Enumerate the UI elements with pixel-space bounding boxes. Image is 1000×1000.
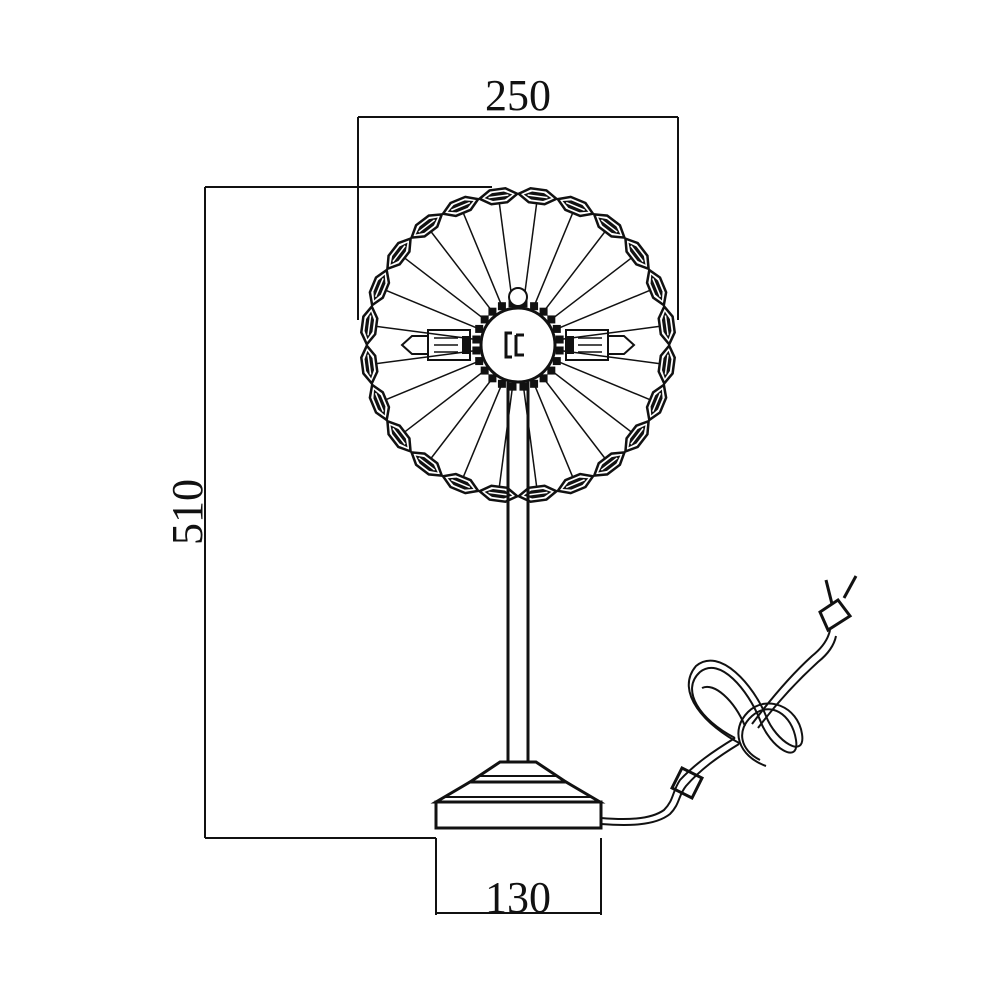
spoke-clip — [552, 324, 561, 333]
spoke-clip — [508, 382, 517, 391]
crystal-spoke — [369, 324, 477, 341]
crystal-pendant — [368, 267, 391, 308]
crystal-spoke — [556, 360, 657, 404]
crystal-spoke — [398, 253, 486, 321]
top-width-dimension: 250 — [357, 71, 679, 320]
top-width-label: 250 — [485, 71, 551, 120]
plug-body — [818, 597, 853, 633]
crystal-spoke — [542, 377, 610, 465]
crystal-spoke — [369, 349, 477, 366]
plug-prong-right — [842, 575, 858, 599]
spoke-clip — [488, 374, 497, 383]
spoke-clip — [475, 324, 484, 333]
crystal-pendant — [409, 213, 444, 239]
spoke-clip — [488, 307, 497, 316]
spoke-clip — [555, 346, 564, 355]
spoke-clip — [519, 382, 528, 391]
hub-finial — [508, 287, 528, 307]
crystal-pendant — [657, 343, 676, 386]
spoke-clip — [530, 302, 539, 311]
crystal-pendant — [645, 267, 668, 308]
crystal-pendant — [477, 187, 520, 206]
crystal-spoke — [533, 206, 577, 307]
right-bulb-tip — [607, 335, 636, 355]
hub-mark — [504, 331, 524, 359]
base-plinth — [434, 800, 603, 830]
crystal-spoke — [379, 360, 480, 404]
spoke-clip — [530, 379, 539, 388]
spoke-clip — [497, 379, 506, 388]
spoke-clip — [539, 374, 548, 383]
spoke-clip — [475, 357, 484, 366]
hub-disc — [479, 306, 557, 384]
spoke-clip — [472, 346, 481, 355]
lamp-stem — [506, 382, 530, 762]
crystal-pendant — [440, 472, 481, 495]
spoke-clip — [480, 366, 489, 375]
crystal-spoke — [398, 369, 486, 437]
base-collar — [465, 760, 571, 784]
crystal-spoke — [522, 196, 539, 304]
crystal-spoke — [556, 286, 657, 330]
crystal-spoke — [497, 196, 514, 304]
crystal-spoke — [426, 225, 494, 313]
crystal-pendant — [477, 484, 520, 503]
spoke-clip — [497, 302, 506, 311]
crystal-pendant — [624, 419, 650, 454]
spoke-clip — [552, 357, 561, 366]
crystal-pendant — [440, 195, 481, 218]
crystal-spoke — [522, 386, 539, 494]
base-width-dimension: 130 — [435, 838, 602, 922]
crystal-spoke — [550, 369, 638, 437]
power-cord — [600, 575, 858, 826]
crystal-pendant — [360, 304, 379, 347]
right-bulb — [565, 329, 636, 361]
crystal-pendant — [386, 419, 412, 454]
crystal-spoke — [559, 349, 667, 366]
base-width-label: 130 — [485, 873, 551, 922]
cord-switch — [669, 765, 705, 801]
crystal-spoke — [379, 286, 480, 330]
height-label: 510 — [163, 479, 212, 545]
spoke-clip — [539, 307, 548, 316]
crystal-spoke — [426, 377, 494, 465]
height-dimension: 510 — [163, 186, 492, 839]
crystal-spoke — [550, 253, 638, 321]
spoke-clip — [547, 315, 556, 324]
crystal-spoke — [542, 225, 610, 313]
crystal-pendant — [516, 187, 559, 206]
lamp-base — [430, 760, 606, 830]
plug-prong-left — [824, 579, 834, 605]
crystal-pendant — [592, 451, 627, 477]
crystal-pendant — [360, 343, 379, 386]
spoke-clip — [472, 335, 481, 344]
left-bulb — [400, 329, 471, 361]
crystal-pendant — [555, 472, 596, 495]
crystal-spoke — [459, 383, 503, 484]
crystal-pendant — [368, 382, 391, 423]
crystal-pendant — [657, 304, 676, 347]
base-top — [430, 780, 606, 804]
crystal-spoke — [533, 383, 577, 484]
spoke-clip — [480, 315, 489, 324]
spoke-clip — [547, 366, 556, 375]
spoke-clip — [555, 335, 564, 344]
crystal-pendant — [555, 195, 596, 218]
crystal-pendant — [592, 213, 627, 239]
left-bulb-tip — [400, 335, 429, 355]
crystal-spoke — [459, 206, 503, 307]
crystal-pendant — [409, 451, 444, 477]
crystal-pendant — [645, 382, 668, 423]
crystal-pendant — [624, 236, 650, 271]
crystal-pendant — [516, 484, 559, 503]
crystal-spoke — [559, 324, 667, 341]
hub — [479, 287, 557, 384]
crystal-spoke — [497, 386, 514, 494]
crystal-pendant — [386, 236, 412, 271]
